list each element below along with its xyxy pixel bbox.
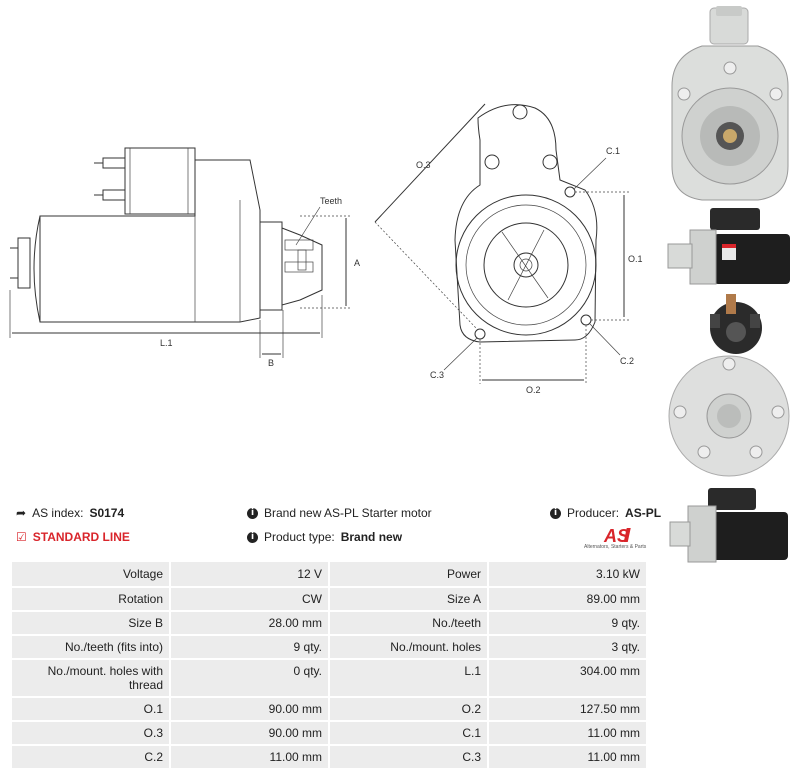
side-view-drawing: Teeth A B L.1 (9, 147, 360, 368)
param-value: 11.00 mm (489, 746, 646, 768)
front-view-drawing: O.3 C.1 O.1 C.2 C.3 O.2 (374, 103, 643, 395)
param-label: C.1 (330, 722, 487, 744)
label-o2: O.2 (526, 385, 541, 395)
param-value: 11.00 mm (489, 722, 646, 744)
param-value: 89.00 mm (489, 588, 646, 610)
param-value: 3 qty. (489, 636, 646, 658)
logo-text: AS (603, 526, 629, 546)
checkbox-icon: ☑ (16, 530, 27, 544)
photo-side (667, 208, 790, 285)
param-label: Voltage (12, 562, 169, 586)
label-a: A (354, 258, 360, 268)
standard-line-label: STANDARD LINE (32, 530, 130, 544)
product-type: i Product type: Brand new (247, 530, 402, 544)
as-index-label: AS index: (32, 506, 84, 520)
info-icon: i (247, 507, 258, 519)
product-type-value: Brand new (340, 530, 403, 544)
photo-rear-terminal (710, 294, 762, 354)
label-c1: C.1 (606, 146, 620, 156)
param-value: 90.00 mm (171, 698, 328, 720)
info-icon: i (550, 507, 561, 519)
description: i Brand new AS-PL Starter motor (247, 506, 432, 520)
param-value: 3.10 kW (489, 562, 646, 586)
photo-angled (669, 488, 788, 563)
producer-value: AS-PL (625, 506, 662, 520)
param-value: 9 qty. (489, 612, 646, 634)
param-label: C.3 (330, 746, 487, 768)
table-row: No./teeth (fits into)9 qty.No./mount. ho… (12, 636, 646, 658)
label-teeth: Teeth (320, 196, 342, 206)
param-value: 90.00 mm (171, 722, 328, 744)
param-value: 11.00 mm (171, 746, 328, 768)
param-label: No./teeth (fits into) (12, 636, 169, 658)
param-label: No./mount. holes (330, 636, 487, 658)
producer: i Producer: AS-PL (550, 506, 661, 520)
tags-icon: ➦ (16, 506, 27, 520)
label-o1: O.1 (628, 254, 643, 264)
param-value: 0 qty. (171, 660, 328, 696)
param-label: No./teeth (330, 612, 487, 634)
standard-line: ☑ STANDARD LINE (16, 530, 130, 544)
label-o3: O.3 (416, 160, 431, 170)
param-label: Size B (12, 612, 169, 634)
label-l1: L.1 (160, 338, 173, 348)
as-pl-logo: AS (603, 526, 631, 546)
producer-label: Producer: (567, 506, 620, 520)
product-photos (658, 0, 800, 600)
as-index: ➦ AS index: S0174 (16, 506, 124, 520)
param-label: O.3 (12, 722, 169, 744)
param-value: 127.50 mm (489, 698, 646, 720)
param-label: L.1 (330, 660, 487, 696)
description-text: Brand new AS-PL Starter motor (264, 506, 432, 520)
photo-flange-face (668, 355, 790, 477)
param-label: C.2 (12, 746, 169, 768)
as-index-value: S0174 (89, 506, 125, 520)
photo-front-flange (671, 6, 789, 201)
param-label: Size A (330, 588, 487, 610)
param-value: 28.00 mm (171, 612, 328, 634)
param-label: No./mount. holes with thread (12, 660, 169, 696)
info-icon: i (247, 531, 258, 543)
param-value: 304.00 mm (489, 660, 646, 696)
param-label: Rotation (12, 588, 169, 610)
label-b: B (268, 358, 274, 368)
product-type-label: Product type: (264, 530, 335, 544)
logo-tagline: Alternators, Starters & Parts (584, 544, 647, 550)
technical-drawing: Teeth A B L.1 O.3 (9, 103, 643, 395)
param-label: O.2 (330, 698, 487, 720)
param-value: CW (171, 588, 328, 610)
param-value: 9 qty. (171, 636, 328, 658)
param-value: 12 V (171, 562, 328, 586)
label-c3: C.3 (430, 370, 444, 380)
label-c2: C.2 (620, 356, 634, 366)
param-label: O.1 (12, 698, 169, 720)
param-label: Power (330, 562, 487, 586)
